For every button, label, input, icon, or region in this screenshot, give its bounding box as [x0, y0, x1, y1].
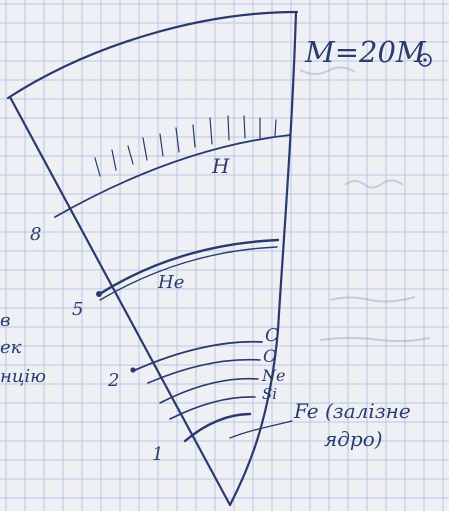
- mass-label: M=20M: [304, 35, 427, 69]
- iron-core-label-line2: ядро): [324, 427, 383, 451]
- iron-core-label-line1: Fe (залізне: [293, 399, 411, 423]
- silicon-label: Si: [262, 385, 277, 403]
- axis-mark-5: 5: [72, 299, 83, 320]
- axis-point-5: [96, 291, 102, 297]
- hydrogen-shell-ticks: [95, 116, 276, 176]
- margin-text-line2: ек: [0, 337, 22, 358]
- star-surface-arc: [8, 12, 297, 98]
- helium-label: He: [157, 272, 184, 293]
- axis-point-2: [130, 367, 135, 372]
- bleed-through-marks: [300, 67, 430, 341]
- hydrogen-label: H: [211, 154, 230, 178]
- hydrogen-shell-outer-boundary: [55, 135, 290, 217]
- margin-text-line1: в: [0, 310, 10, 331]
- iron-core-boundary: [185, 414, 250, 441]
- oxygen-label: O: [263, 347, 277, 367]
- axis-mark-8: 8: [30, 224, 41, 245]
- axis-mark-2: 2: [107, 370, 119, 391]
- neon-label: Ne: [261, 366, 285, 385]
- neon-shell-boundary: [160, 379, 258, 403]
- axis-mark-1: 1: [152, 444, 163, 465]
- margin-text-line3: нцію: [0, 366, 46, 387]
- carbon-label: C: [265, 325, 279, 346]
- star-sector-right-edge: [230, 12, 296, 505]
